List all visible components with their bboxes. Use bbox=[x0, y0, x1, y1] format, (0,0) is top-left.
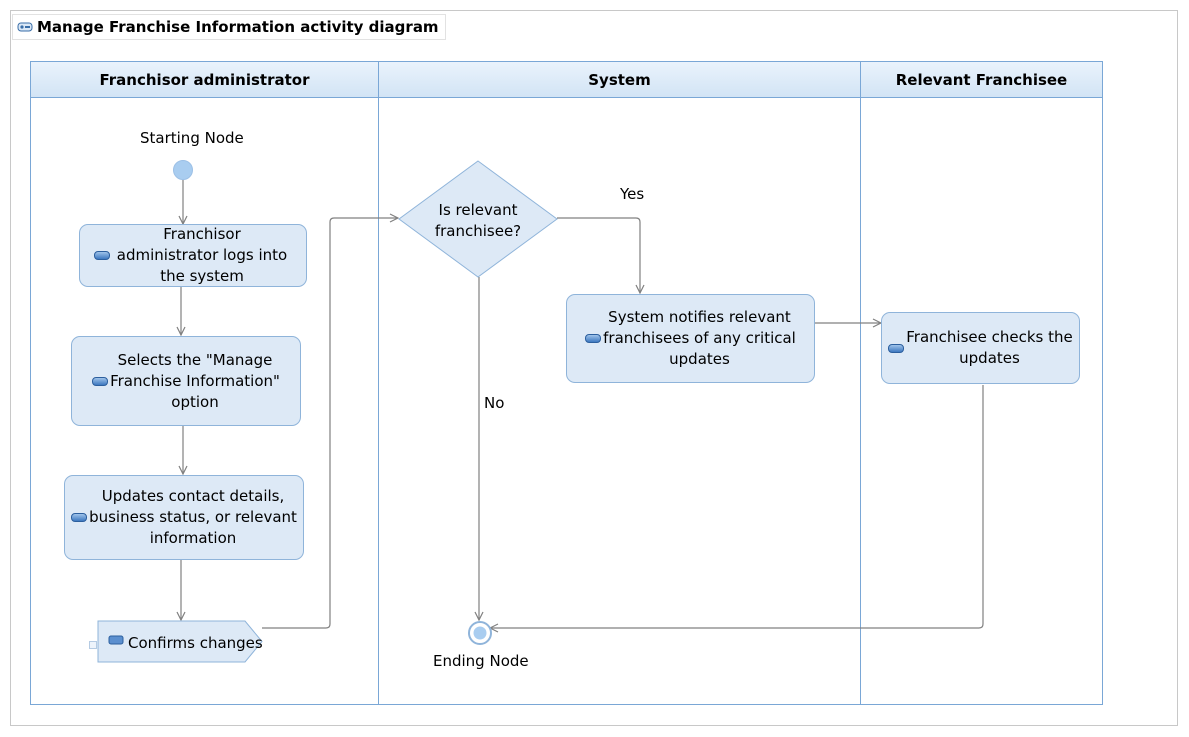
text-line: Selects the "Manage bbox=[117, 350, 273, 369]
activity-diagram-icon bbox=[17, 22, 33, 32]
lane-system: System bbox=[378, 62, 860, 704]
confirm-label: Confirms changes bbox=[128, 634, 263, 652]
send-signal-marker bbox=[89, 641, 97, 649]
action-franchisee-checks-text: Franchisee checks the updates bbox=[906, 327, 1072, 369]
action-select-option[interactable]: Selects the "Manage Franchise Informatio… bbox=[71, 336, 301, 426]
action-icon bbox=[92, 376, 109, 386]
action-notify-franchisees[interactable]: System notifies relevant franchisees of … bbox=[566, 294, 815, 383]
action-login[interactable]: Franchisor administrator logs into the s… bbox=[79, 224, 307, 287]
decision-node[interactable]: Is relevant franchisee? bbox=[397, 160, 559, 278]
action-update-details[interactable]: Updates contact details, business status… bbox=[64, 475, 304, 560]
no-guard-label: No bbox=[484, 394, 505, 412]
lane-relevant-franchisee: Relevant Franchisee bbox=[860, 62, 1102, 704]
action-icon bbox=[585, 334, 602, 343]
action-icon bbox=[888, 343, 905, 353]
action-icon bbox=[71, 513, 88, 522]
text-line: Updates contact details, bbox=[101, 487, 285, 505]
text-line: updates bbox=[669, 350, 730, 368]
action-update-details-text: Updates contact details, business status… bbox=[89, 486, 297, 549]
action-notify-franchisees-text: System notifies relevant franchisees of … bbox=[603, 307, 796, 370]
text-line: System notifies relevant bbox=[608, 308, 791, 326]
text-line: Franchise Information" bbox=[110, 371, 280, 390]
action-login-text: Franchisor administrator logs into the s… bbox=[116, 225, 288, 285]
lane-header-system: System bbox=[379, 62, 860, 98]
end-node-label: Ending Node bbox=[433, 652, 529, 670]
text-line: option bbox=[171, 392, 219, 411]
diagram-title: Manage Franchise Information activity di… bbox=[37, 18, 439, 36]
text-line: Franchisee checks the bbox=[906, 328, 1073, 346]
start-node-label: Starting Node bbox=[140, 129, 244, 147]
decision-text-line1: Is relevant bbox=[439, 201, 518, 219]
action-select-option-text: Selects the "Manage Franchise Informatio… bbox=[110, 350, 280, 413]
text-line: information bbox=[149, 529, 237, 547]
diagram-title-tab[interactable]: Manage Franchise Information activity di… bbox=[12, 14, 446, 40]
action-icon bbox=[94, 251, 110, 260]
lane-franchisor-administrator: Franchisor administrator bbox=[31, 62, 378, 704]
text-line: business status, or relevant bbox=[89, 508, 297, 526]
decision-text-line2: franchisee? bbox=[435, 222, 521, 240]
yes-guard-label: Yes bbox=[620, 185, 645, 203]
start-node[interactable] bbox=[173, 160, 193, 180]
end-node[interactable] bbox=[467, 620, 493, 646]
send-signal-confirm[interactable]: Confirms changes bbox=[97, 620, 265, 663]
text-line: franchisees of any critical bbox=[603, 329, 796, 347]
text-line: updates bbox=[959, 349, 1020, 367]
lane-header-franchisor-administrator: Franchisor administrator bbox=[31, 62, 378, 98]
action-franchisee-checks[interactable]: Franchisee checks the updates bbox=[881, 312, 1080, 384]
lane-header-relevant-franchisee: Relevant Franchisee bbox=[861, 62, 1102, 98]
